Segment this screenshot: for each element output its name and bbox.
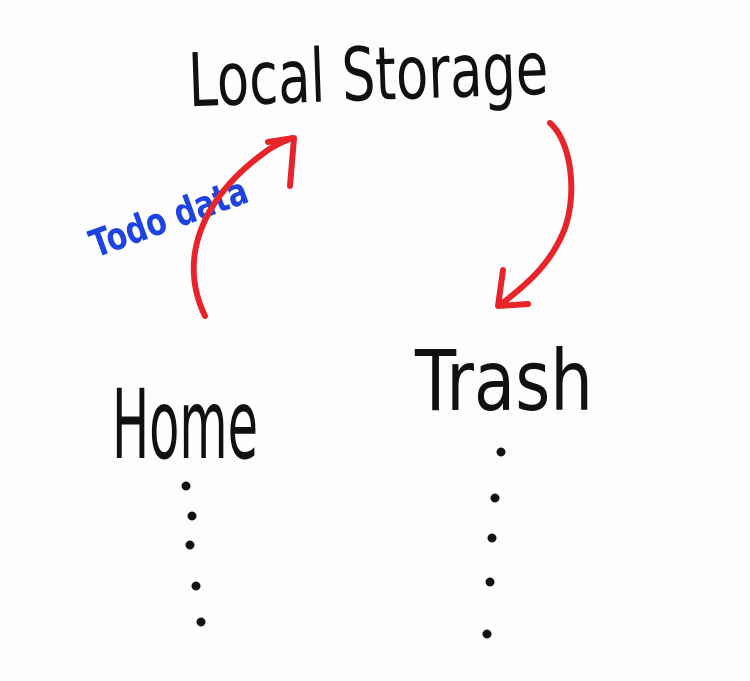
- dot: [185, 540, 195, 550]
- arrow-home-to-storage-line: [190, 135, 295, 319]
- dot: [496, 447, 506, 457]
- dot: [490, 493, 500, 503]
- home-continuation-dots: [181, 481, 206, 627]
- dot: [485, 577, 495, 587]
- dot: [191, 581, 201, 591]
- dot: [187, 511, 197, 521]
- dot: [482, 629, 492, 639]
- node-trash: Trash: [414, 332, 593, 430]
- node-local-storage: Local Storage: [187, 26, 550, 125]
- dot: [196, 617, 206, 627]
- arrow-home-to-storage-head: [265, 135, 297, 189]
- edge-storage-to-trash: [495, 120, 575, 309]
- node-home: Home: [112, 369, 258, 481]
- dot: [181, 481, 191, 491]
- arrow-storage-to-trash-line: [497, 120, 575, 308]
- arrow-storage-to-trash-head: [495, 267, 531, 309]
- trash-continuation-dots: [482, 447, 506, 639]
- edge-home-to-storage: [190, 135, 297, 319]
- dot: [487, 533, 497, 543]
